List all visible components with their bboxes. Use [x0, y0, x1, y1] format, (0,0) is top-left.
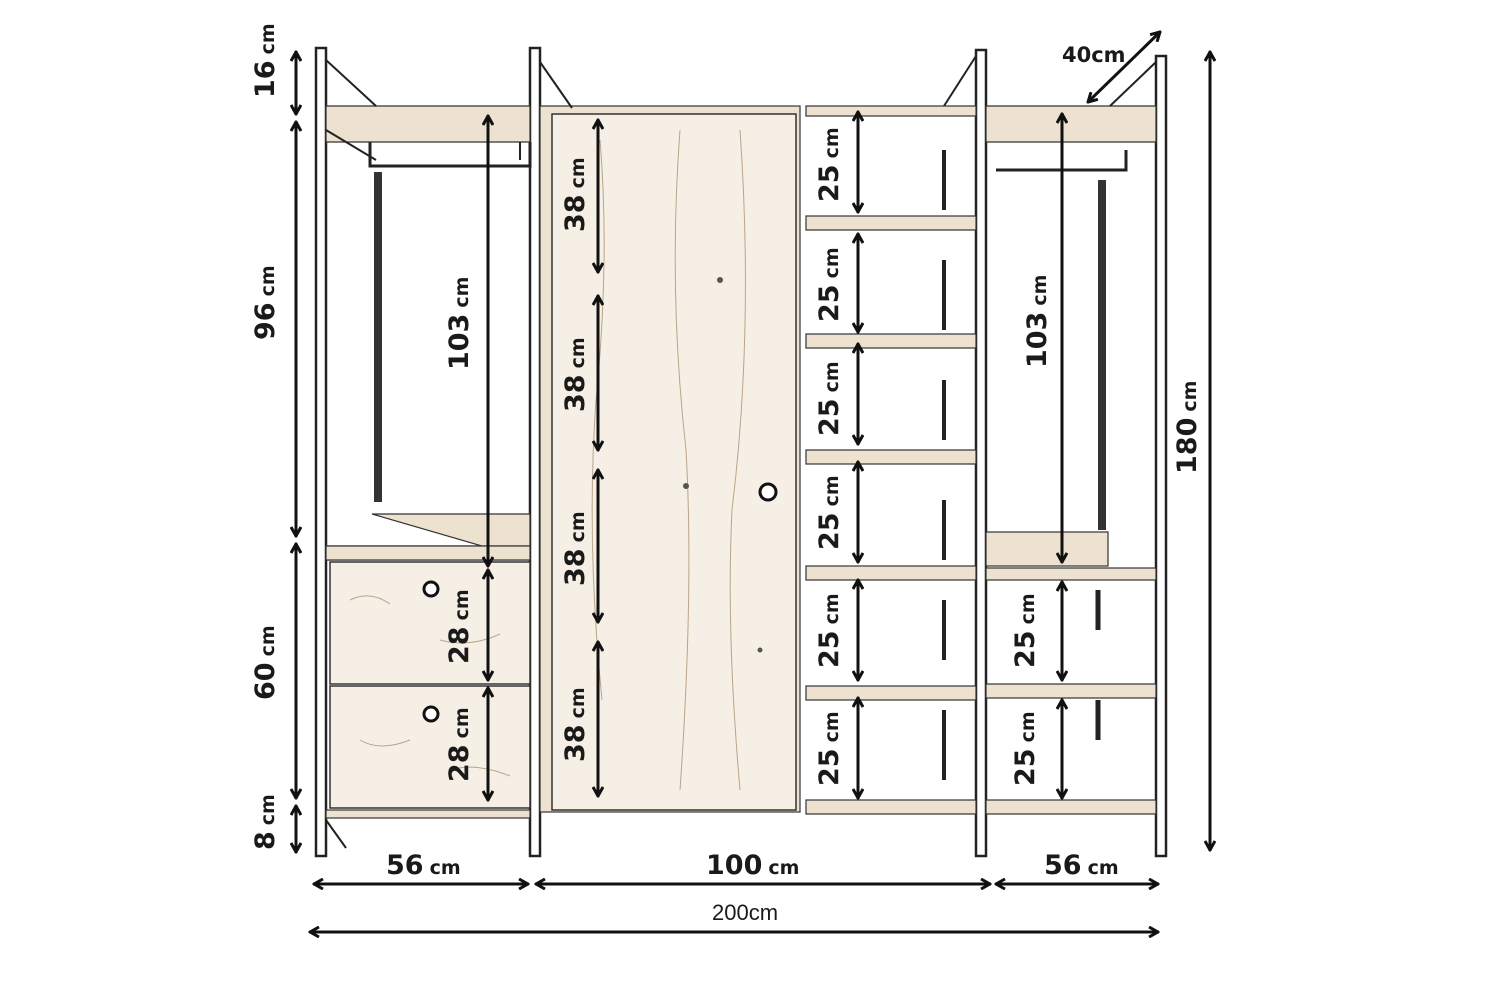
right-top-brace — [1109, 61, 1157, 107]
left-hanging-rail — [368, 142, 532, 168]
left-drawer-top[interactable] — [329, 561, 531, 685]
right-hanging-rail — [996, 150, 1128, 172]
middle-top-brace — [539, 61, 573, 109]
left-drawer-bottom[interactable] — [329, 685, 531, 809]
label-right-hang: 103cm — [1022, 275, 1053, 368]
label-door-1: 38cm — [560, 157, 591, 232]
left-base — [325, 809, 531, 819]
right-mid-shelf — [985, 531, 1109, 567]
open-shelf-top — [805, 105, 977, 117]
label-left-bottom: 8cm — [250, 794, 281, 850]
label-shelf-1: 25cm — [814, 127, 845, 202]
door-knob[interactable] — [758, 482, 778, 502]
right-shelf-1 — [985, 567, 1157, 581]
label-shelf-3: 25cm — [814, 361, 845, 436]
label-total-height: 180cm — [1172, 381, 1203, 474]
right-shelf-2 — [985, 683, 1157, 699]
open-shelf-6 — [805, 799, 977, 815]
left-module — [314, 46, 542, 858]
label-left-top: 16cm — [250, 23, 281, 98]
left-front-post — [314, 46, 328, 858]
label-door-4: 38cm — [560, 687, 591, 762]
shelf-top-brace — [943, 55, 977, 107]
label-drawer-top: 28cm — [444, 589, 475, 664]
label-right-lower-1: 25cm — [1010, 593, 1041, 668]
label-shelf-4: 25cm — [814, 475, 845, 550]
label-depth: 40cm — [1062, 43, 1126, 67]
middle-module — [539, 61, 801, 813]
left-inner-post — [528, 46, 542, 858]
label-left-upper: 96cm — [250, 265, 281, 340]
right-inner-post — [974, 48, 988, 858]
right-shelf-3 — [985, 799, 1157, 815]
arrow-depth — [1086, 30, 1162, 104]
right-back-post — [1098, 180, 1106, 530]
label-total-width: 200cm — [712, 900, 778, 925]
dimension-arrows — [296, 30, 1210, 932]
left-foot — [325, 819, 347, 849]
label-shelf-6: 25cm — [814, 711, 845, 786]
door-knot-2 — [717, 277, 723, 283]
label-door-2: 38cm — [560, 337, 591, 412]
left-top-shelf — [325, 105, 531, 143]
label-left-lower: 60cm — [250, 625, 281, 700]
drawer-knob-bottom[interactable] — [422, 705, 440, 723]
right-top-shelf — [985, 105, 1157, 143]
right-front-post — [1154, 54, 1168, 858]
left-top-brace — [325, 59, 377, 107]
label-right-lower-2: 25cm — [1010, 711, 1041, 786]
right-module — [985, 54, 1168, 858]
left-mid-shelf-front — [325, 545, 531, 561]
open-shelf-2 — [805, 333, 977, 349]
drawer-knob-top[interactable] — [422, 580, 440, 598]
label-shelf-5: 25cm — [814, 593, 845, 668]
open-shelf-1 — [805, 215, 977, 231]
label-drawer-bottom: 28cm — [444, 707, 475, 782]
open-shelf-5 — [805, 685, 977, 701]
left-back-post — [374, 172, 382, 502]
door-knot-1 — [683, 483, 689, 489]
open-shelf-unit — [805, 48, 988, 858]
label-door-3: 38cm — [560, 511, 591, 586]
label-left-hang: 103cm — [444, 277, 475, 370]
drawer-grain — [349, 595, 511, 777]
open-shelf-3 — [805, 449, 977, 465]
label-shelf-2: 25cm — [814, 247, 845, 322]
open-shelf-4 — [805, 565, 977, 581]
door-knot-3 — [757, 647, 763, 653]
left-brace-2 — [325, 129, 377, 161]
